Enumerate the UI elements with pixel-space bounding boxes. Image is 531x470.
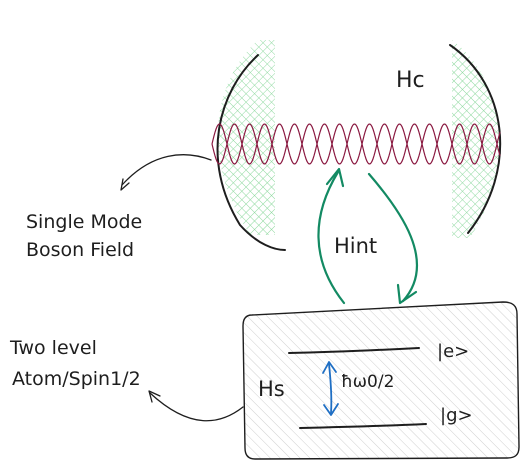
boson-field-pointer — [120, 154, 212, 191]
boson-field-label-line2: Boson Field — [26, 239, 134, 261]
excited-state-label: |e> — [437, 341, 469, 362]
transition-arrow — [322, 361, 339, 416]
ground-state-label: |g> — [440, 405, 473, 426]
standing-wave — [211, 123, 501, 165]
two-level-atom-box — [242, 301, 520, 460]
interaction-arrow-up — [317, 167, 346, 305]
atom-label-line1: Two level — [9, 337, 97, 359]
left-mirror-hatch — [217, 40, 275, 235]
boson-field-label-line1: Single Mode — [26, 211, 142, 233]
standing-wave-negative — [211, 123, 501, 165]
system-hamiltonian-label: Hs — [258, 377, 285, 401]
excited-state-level — [288, 347, 420, 354]
right-cavity-mirror — [449, 44, 502, 234]
atom-pointer — [148, 390, 244, 422]
left-cavity-mirror — [216, 54, 286, 251]
atom-label-line2: Atom/Spin1/2 — [12, 368, 141, 390]
interaction-label: Hint — [334, 234, 377, 258]
right-mirror-hatch — [452, 40, 500, 238]
transition-energy-label: ħω0/2 — [341, 372, 394, 392]
cavity-hamiltonian-label: Hc — [396, 68, 425, 93]
ground-state-level — [299, 423, 427, 429]
interaction-arrow-down — [367, 172, 419, 305]
